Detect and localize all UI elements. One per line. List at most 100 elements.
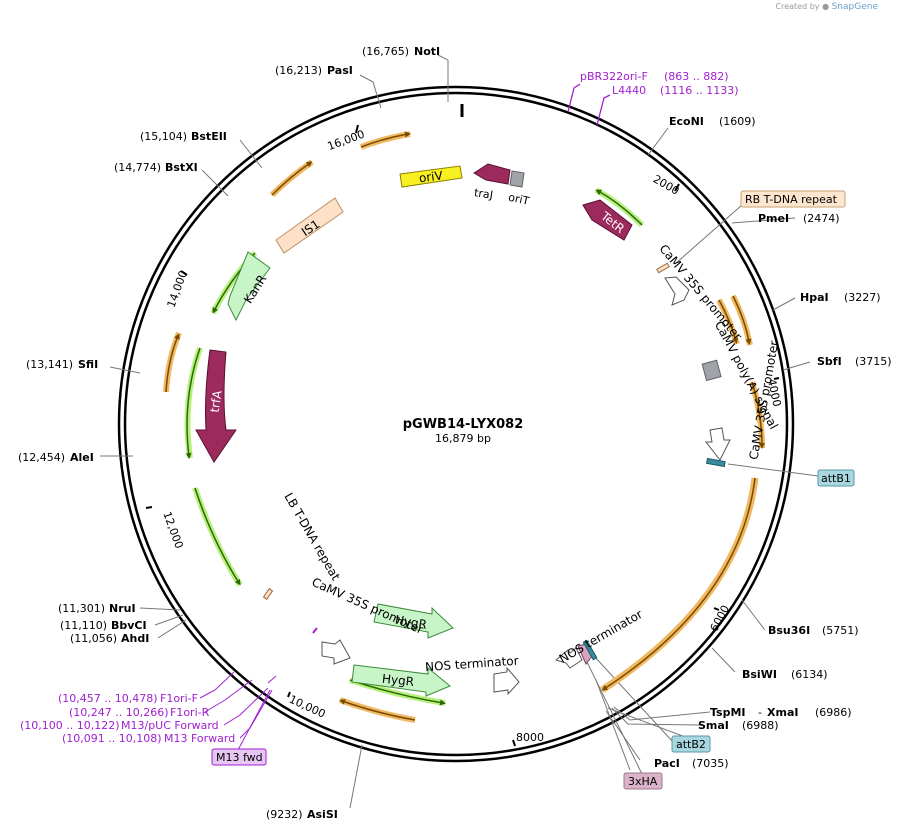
ha-label: 3xHA: [628, 775, 658, 788]
snapgene-logo-icon: ●: [822, 2, 830, 11]
tick-label: 14,000: [165, 269, 190, 310]
label-rb-tdna: RB T-DNA repeat: [674, 190, 846, 265]
nos-label: NOS terminator: [425, 654, 519, 675]
site-BbvCI: (11,110) BbvCI: [60, 619, 147, 632]
rb-label: RB T-DNA repeat: [745, 193, 838, 206]
label-3xHA: 3xHA: [585, 659, 663, 790]
plasmid-size: 16,879 bp: [435, 432, 491, 445]
feature-trfA: trfA: [195, 349, 237, 463]
snapgene-credit: Created by ● SnapGene: [776, 2, 879, 12]
site-dash: -: [758, 706, 762, 719]
site-name: AsiSI: [307, 808, 338, 821]
primer-range: (10,247 .. 10,266): [69, 706, 169, 719]
site-AhdI: (11,056) AhdI: [70, 632, 149, 645]
promoter-label: CaMV 35S promoter: [310, 575, 426, 637]
site-AleI: (12,454) AleI: [18, 451, 94, 464]
promoter-label: CaMV 35S promoter: [657, 242, 745, 343]
site-PasI: (16,213) PasI: [275, 64, 353, 77]
feature-HygR-1: HygR: [373, 603, 454, 639]
site-NotI: (16,765) NotI: [362, 45, 440, 58]
site-BstXI: (14,774) BstXI: [114, 161, 198, 174]
site-name: SbfI: [817, 355, 842, 368]
HygR-label: HygR: [394, 613, 428, 632]
primer-range: (10,457 .. 10,478): [58, 692, 158, 705]
primer-range: (10,091 .. 10,108): [62, 732, 162, 745]
site-pos: (5751): [822, 624, 859, 637]
feature-HygR-2: HygR: [351, 664, 451, 697]
site-name: PasI: [327, 64, 353, 77]
site-name: EcoNI: [669, 115, 704, 128]
feature-attB1-mark: [706, 457, 726, 468]
site-pos: (14,774): [114, 161, 161, 174]
feature-rb-mark: [656, 262, 670, 274]
site-BstEII: (15,104) BstEII: [140, 130, 227, 143]
site-name: TspMI: [710, 706, 746, 719]
site-name: SmaI: [698, 719, 729, 732]
nos-label: NOS terminator: [557, 607, 645, 666]
site-BsiWI: BsiWI (6134): [742, 668, 828, 681]
site-name: NruI: [109, 602, 136, 615]
backbone-inner: [123, 91, 789, 757]
tick-label: 8000: [516, 731, 544, 744]
site-PmeI: PmeI (2474): [758, 212, 840, 225]
site-SmaI: SmaI (6988): [698, 719, 779, 732]
site-name: AhdI: [121, 632, 149, 645]
oriT-label: oriT: [507, 191, 531, 208]
site-TspMI-XmaI: TspMI - XmaI (6986): [710, 706, 852, 719]
feature-KanR: KanR: [227, 251, 271, 322]
site-pos: (3227): [844, 291, 881, 304]
site-EcoNI: EcoNI (1609): [669, 115, 756, 128]
site-AsiSI: (9232) AsiSI: [266, 808, 338, 821]
site-leaders: [100, 54, 811, 809]
feature-IS1: IS1: [275, 197, 344, 254]
tick-marks: [145, 124, 780, 747]
primer-range: (1116 .. 1133): [660, 84, 739, 97]
credit-brand: SnapGene: [831, 2, 878, 12]
primer-range: (10,100 .. 10,122): [20, 719, 120, 732]
feature-oriV: oriV: [399, 165, 463, 188]
site-pos: (9232): [266, 808, 303, 821]
site-NruI: (11,301) NruI: [58, 602, 136, 615]
site-pos: (6988): [742, 719, 779, 732]
traJ-label: traJ: [473, 186, 493, 201]
primer-name: pBR322ori-F: [580, 70, 648, 83]
primer-name: M13/pUC Forward: [121, 719, 219, 732]
primer-name: M13 Forward: [164, 732, 235, 745]
site-name: AleI: [70, 451, 94, 464]
site-SbfI: SbfI (3715): [817, 355, 892, 368]
site-name: NotI: [414, 45, 440, 58]
site-pos: (12,454): [18, 451, 65, 464]
restriction-sites: (16,765) NotI (16,213) PasI (15,104) Bst…: [18, 45, 892, 821]
feature-traJ: traJ: [473, 163, 511, 202]
site-pos: (16,213): [275, 64, 322, 77]
site-name: BsiWI: [742, 668, 777, 681]
label-attB2: attB2: [593, 655, 711, 753]
HygR-label: HygR: [381, 672, 414, 689]
feature-NOS-1: NOS terminator: [425, 654, 520, 696]
site-name: PacI: [654, 757, 680, 770]
site-pos: (3715): [855, 355, 892, 368]
site-name: BbvCI: [111, 619, 147, 632]
backbone-outer: [117, 85, 795, 763]
plasmid-name: pGWB14-LYX082: [403, 417, 524, 432]
site-name: BstEII: [191, 130, 227, 143]
feature-35S-1: CaMV 35S promoter: [657, 242, 745, 343]
site-pos: (11,110): [60, 619, 107, 632]
site-name: Bsu36I: [768, 624, 810, 637]
site-pos: (7035): [692, 757, 729, 770]
site-PacI: PacI (7035): [654, 757, 729, 770]
site-name: SfiI: [78, 358, 98, 371]
primer-name: F1ori-F: [160, 692, 198, 705]
site-pos: (6134): [791, 668, 828, 681]
site-pos: (2474): [803, 212, 840, 225]
lb-label: LB T-DNA repeat: [281, 490, 343, 583]
site-pos: (11,056): [70, 632, 117, 645]
site-name: BstXI: [165, 161, 198, 174]
m13-label: M13 fwd: [216, 751, 263, 764]
site-HpaI: HpaI (3227): [800, 291, 881, 304]
site-pos: (1609): [719, 115, 756, 128]
feature-NOS-2: NOS terminator: [554, 607, 645, 669]
site-name: PmeI: [758, 212, 789, 225]
feature-oriT: oriT: [507, 170, 531, 208]
site-name: HpaI: [800, 291, 829, 304]
